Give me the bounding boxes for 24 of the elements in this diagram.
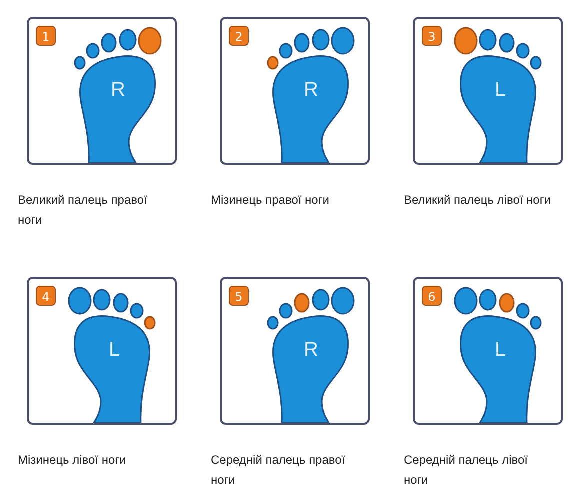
node-label: Мізинець лівої ноги — [18, 452, 128, 469]
number-badge: 2 — [229, 26, 249, 46]
number-badge: 4 — [36, 286, 56, 306]
foot-panel — [413, 277, 563, 425]
foot-panel — [27, 277, 177, 425]
number-badge: 6 — [422, 286, 442, 306]
foot-letter: R — [304, 339, 318, 361]
node-label: Великий палець правої ноги — [18, 192, 148, 229]
number-badge: 5 — [229, 286, 249, 306]
foot-letter: L — [495, 339, 506, 361]
foot-letter: R — [304, 79, 318, 101]
number-badge: 1 — [36, 26, 56, 46]
foot-panel — [220, 17, 370, 165]
node-label: Середній палець правої ноги — [211, 452, 346, 489]
foot-letter: R — [111, 79, 126, 101]
node-label: Мізинець правої ноги — [211, 192, 330, 209]
number-badge: 3 — [422, 26, 442, 46]
node-label: Великий палець лівої ноги — [404, 192, 552, 209]
foot-panel — [413, 17, 563, 165]
node-label: Середній палець лівої ноги — [404, 452, 529, 489]
foot-panel — [220, 277, 370, 425]
foot-letter: L — [495, 79, 506, 101]
foot-panel — [27, 17, 177, 165]
foot-letter: L — [109, 339, 120, 361]
